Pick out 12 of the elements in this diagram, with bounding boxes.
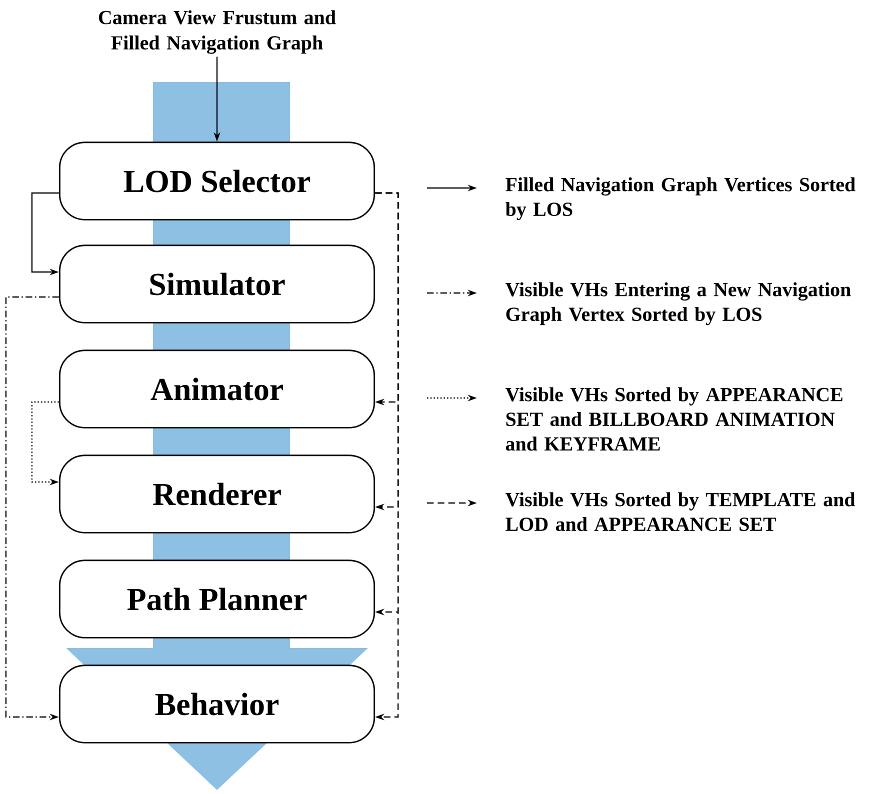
arrow — [375, 192, 399, 720]
legend-text: Visible VHs Entering a New Navigation Graph Vertex Sorted by LOS — [506, 282, 851, 326]
process-box: Behavior — [58, 664, 376, 744]
legend-text: Visible VHs Sorted by APPEARANCE SET and BILLBOARD ANIMATION and KEYFRAME — [506, 387, 842, 451]
input-text: Camera View Frustum and Filled Navigation Graph — [98, 10, 336, 54]
process-box: Simulator — [58, 244, 376, 324]
process-box: LOD Selector — [58, 142, 376, 220]
legend-text: Filled Navigation Graph Vertices Sorted by LOS — [506, 177, 856, 220]
process-box: Animator — [58, 350, 376, 428]
process-box: Renderer — [58, 454, 376, 534]
process-box: Path Planner — [58, 560, 376, 638]
legend-text: Visible VHs Sorted by TEMPLATE and LOD and APPEARANCE SET — [506, 492, 856, 531]
